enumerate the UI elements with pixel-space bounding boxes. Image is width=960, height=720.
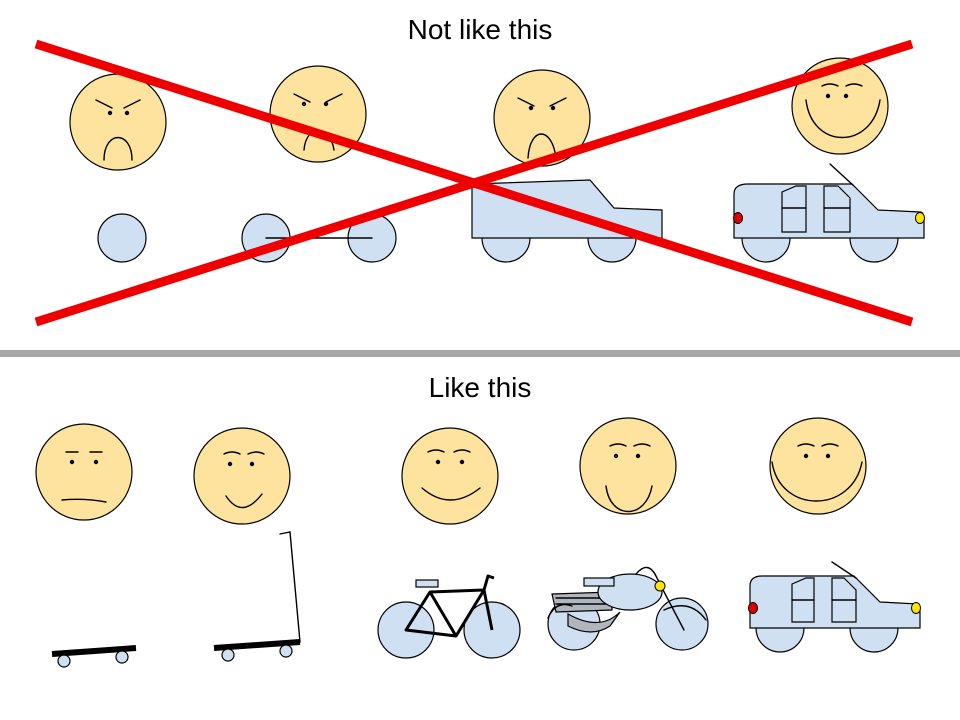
very-happy-face — [769, 417, 867, 515]
full-car-bottom — [748, 561, 921, 653]
red-cross — [34, 39, 914, 327]
happy-face-top — [791, 57, 889, 155]
section-divider — [0, 350, 960, 357]
smile-face — [401, 427, 499, 525]
heading-not-like-this: Not like this — [407, 14, 553, 45]
neutral-face — [35, 423, 133, 521]
angry-face-1 — [69, 73, 167, 171]
heading-like-this: Like this — [428, 372, 532, 403]
bicycle — [377, 574, 521, 659]
motorbike — [547, 566, 709, 651]
skateboard — [51, 645, 137, 668]
big-smile-face — [579, 417, 677, 515]
full-car-top — [733, 163, 925, 263]
two-wheels-axle — [241, 213, 397, 263]
top-row — [34, 39, 925, 327]
single-wheel — [97, 213, 147, 263]
bottom-row — [35, 417, 921, 668]
scooter — [213, 531, 301, 662]
slight-smile-face — [193, 427, 291, 525]
